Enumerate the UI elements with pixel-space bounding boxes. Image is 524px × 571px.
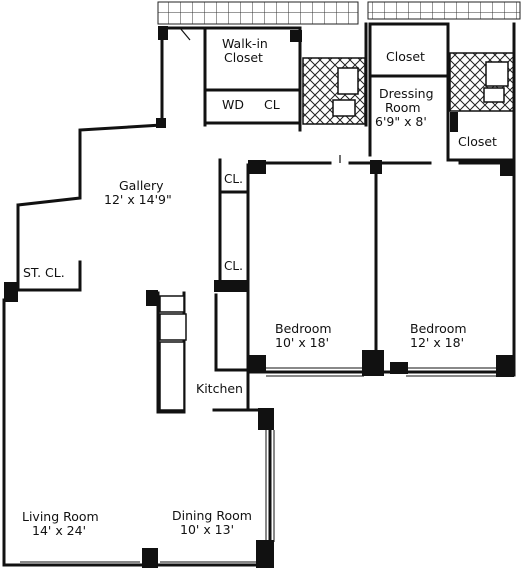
columns [4,26,514,568]
svg-text:CL: CL [264,97,280,112]
svg-text:10' x 18': 10' x 18' [275,335,329,350]
svg-text:6'9" x 8': 6'9" x 8' [375,114,427,129]
room-label-storage-closet: ST. CL. [23,265,65,280]
svg-text:WD: WD [222,97,244,112]
room-label-dressing-room: Dressing Room 6'9" x 8' [375,86,434,129]
room-label-closet-top: Closet [386,49,425,64]
room-label-bedroom-right: Bedroom 12' x 18' [410,321,467,350]
svg-text:Dining Room: Dining Room [172,508,252,523]
svg-text:Gallery: Gallery [119,178,164,193]
room-label-kitchen: Kitchen [196,381,243,396]
shaft-right-box-a [485,61,509,87]
room-label-wd-cl: WD CL [222,97,280,112]
room-label-walkin-closet: Walk-in Closet [222,36,268,65]
windows [20,367,498,567]
svg-text:Room: Room [385,100,421,115]
room-label-bedroom-left: Bedroom 10' x 18' [275,321,332,350]
room-label-living-room: Living Room 14' x 24' [22,509,99,538]
shaft-left-box-b [332,99,356,117]
room-label-cl-upper: CL. [224,172,243,186]
room-label-cl-lower: CL. [224,259,243,273]
terrace-right [367,1,521,20]
svg-text:12' x 14'9": 12' x 14'9" [104,192,172,207]
svg-text:Dressing: Dressing [379,86,434,101]
svg-text:Bedroom: Bedroom [275,321,332,336]
svg-text:12' x 18': 12' x 18' [410,335,464,350]
svg-text:10' x 13': 10' x 13' [180,522,234,537]
svg-text:Living Room: Living Room [22,509,99,524]
terrace-left [157,1,359,25]
svg-text:Walk-in: Walk-in [222,36,268,51]
room-label-gallery: Gallery 12' x 14'9" [104,178,172,207]
svg-text:Closet: Closet [224,50,263,65]
shaft-left-box-a [337,67,359,95]
walls [2,22,516,567]
room-label-closet-right: Closet [458,134,497,149]
room-label-dining-room: Dining Room 10' x 13' [172,508,252,537]
svg-text:Bedroom: Bedroom [410,321,467,336]
kitchen-counters [159,295,187,411]
shaft-right-box-b [483,87,505,103]
doors [179,27,341,163]
svg-text:14' x 24': 14' x 24' [32,523,86,538]
